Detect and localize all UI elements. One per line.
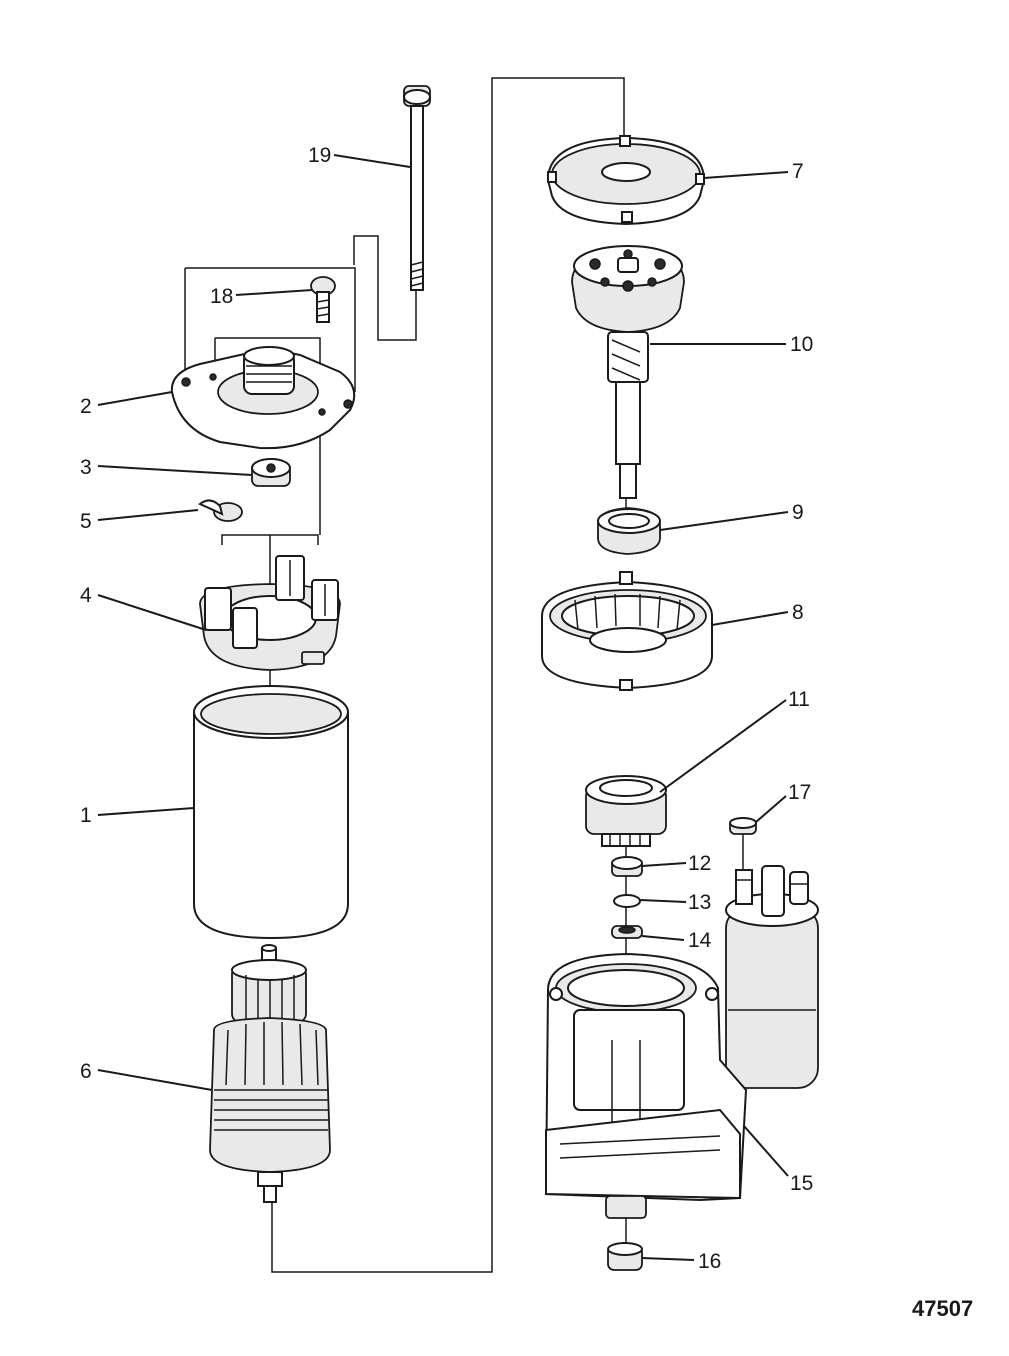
callout-14: 14 bbox=[688, 929, 712, 952]
armature-6 bbox=[209, 944, 331, 1203]
callout-6: 6 bbox=[80, 1060, 92, 1083]
end-plate-2 bbox=[170, 346, 356, 450]
washer-14 bbox=[611, 925, 643, 939]
callout-3: 3 bbox=[80, 456, 92, 479]
snap-ring-13 bbox=[613, 894, 641, 908]
planet-shaft-10 bbox=[571, 245, 685, 499]
callout-7: 7 bbox=[792, 160, 804, 183]
bearing-9 bbox=[597, 507, 661, 555]
callout-15: 15 bbox=[790, 1172, 813, 1195]
brush-holder-4 bbox=[199, 555, 341, 671]
screw-18 bbox=[310, 276, 336, 323]
drive-housing-15 bbox=[544, 865, 819, 1219]
callout-2: 2 bbox=[80, 395, 92, 418]
collar-12 bbox=[611, 856, 643, 877]
callout-11: 11 bbox=[788, 688, 810, 711]
bearing-3 bbox=[251, 458, 291, 487]
callout-18: 18 bbox=[210, 285, 233, 308]
callout-13: 13 bbox=[688, 891, 711, 914]
callout-9: 9 bbox=[792, 501, 804, 524]
callout-17: 17 bbox=[788, 781, 811, 804]
callout-8: 8 bbox=[792, 601, 804, 624]
figure-id: 47507 bbox=[912, 1296, 973, 1321]
callout-10: 10 bbox=[790, 333, 813, 356]
leader-lines bbox=[97, 154, 789, 1261]
callout-labels: 1 2 3 4 5 6 7 8 9 10 11 12 13 14 15 16 1… bbox=[80, 144, 813, 1273]
boot-17 bbox=[729, 817, 757, 835]
callout-16: 16 bbox=[698, 1250, 721, 1273]
drive-pinion-11 bbox=[585, 775, 667, 847]
callout-12: 12 bbox=[688, 852, 711, 875]
callout-19: 19 bbox=[308, 144, 331, 167]
ring-gear-8 bbox=[541, 571, 713, 691]
end-cap-7 bbox=[546, 135, 706, 226]
through-bolt-19 bbox=[403, 85, 431, 291]
field-housing-1 bbox=[193, 685, 349, 940]
callout-5: 5 bbox=[80, 510, 92, 533]
spring-clip-5 bbox=[198, 499, 243, 522]
callout-1: 1 bbox=[80, 804, 92, 827]
callout-4: 4 bbox=[80, 584, 92, 607]
bushing-16 bbox=[607, 1242, 643, 1271]
